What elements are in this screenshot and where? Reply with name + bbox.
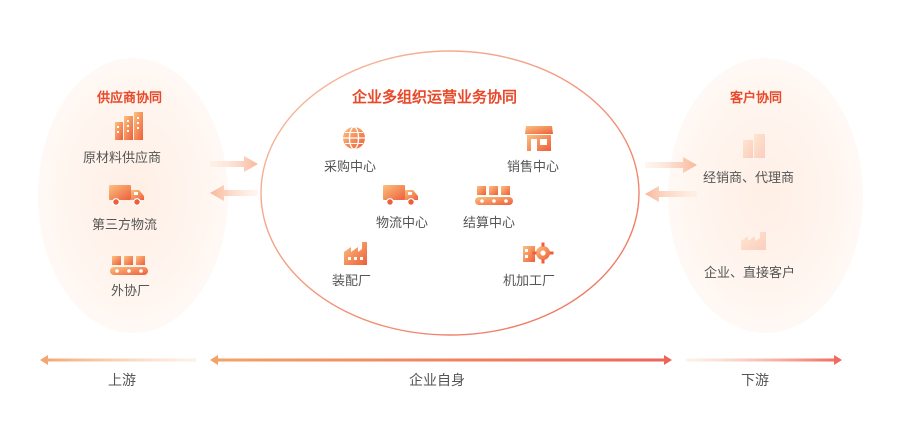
truck-icon	[109, 185, 144, 206]
gear-machine-icon	[523, 242, 554, 264]
right-arrow-icon	[645, 157, 697, 173]
conveyor-icon	[110, 256, 148, 275]
enterprise-collaboration-title: 企业多组织运营业务协同	[352, 88, 518, 106]
center-item-label: 装配厂	[332, 274, 372, 289]
center-item-label: 采购中心	[324, 160, 377, 175]
enterprise-label: 企业自身	[409, 373, 465, 389]
upstream-label: 上游	[108, 373, 136, 389]
factory-icon	[115, 112, 143, 140]
factory-icon	[741, 232, 766, 250]
customer-collaboration-title: 客户协同	[730, 91, 783, 106]
downstream-label: 下游	[741, 373, 769, 389]
right-item-label: 经销商、代理商	[703, 171, 795, 186]
enterprise-arrow	[210, 355, 672, 365]
factory-icon	[344, 242, 367, 265]
center-item-label: 销售中心	[507, 160, 560, 175]
building-icon	[743, 134, 765, 158]
downstream-arrow	[686, 355, 842, 365]
supplier-collaboration-title: 供应商协同	[97, 91, 163, 106]
left-item-label: 外协厂	[111, 284, 151, 299]
store-icon	[525, 126, 553, 151]
right-item-label: 企业、直接客户	[704, 266, 796, 281]
globe-icon	[343, 126, 365, 150]
right-arrow-icon	[210, 156, 258, 172]
truck-icon	[383, 185, 418, 206]
upstream-arrow	[40, 355, 196, 365]
right-panel-background	[668, 58, 863, 333]
center-item-label: 机加工厂	[503, 274, 556, 289]
left-item-label: 第三方物流	[92, 218, 158, 233]
center-item-label: 物流中心	[376, 216, 429, 231]
center-item-label: 结算中心	[463, 216, 516, 231]
left-arrow-icon	[210, 185, 258, 201]
conveyor-icon	[475, 186, 513, 205]
left-arrow-icon	[645, 186, 697, 202]
center-ellipse	[260, 50, 640, 336]
left-item-label: 原材料供应商	[83, 151, 162, 166]
